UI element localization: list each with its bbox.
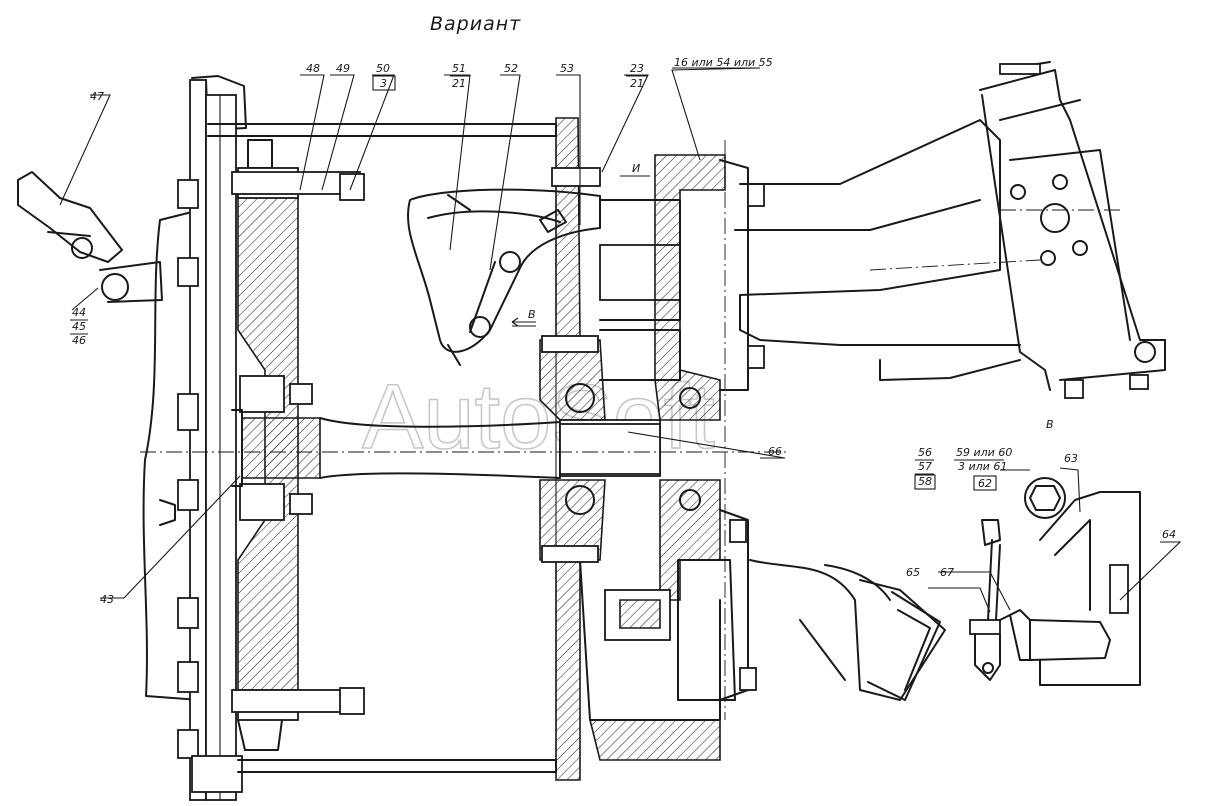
section-label: И: [632, 162, 640, 175]
callout-45: 45: [72, 320, 86, 333]
callout-53: 53: [560, 62, 574, 75]
callout-59: 59 или 60: [956, 446, 1012, 459]
callout-66: 66: [768, 445, 782, 458]
flywheel-housing: [142, 75, 247, 801]
callout-44: 44: [72, 306, 86, 319]
clutch-disc: [231, 139, 365, 751]
callout-48: 48: [306, 62, 320, 75]
callout-21-b: 21: [630, 77, 644, 90]
drawing-title: Вариант: [430, 13, 521, 35]
callout-49: 49: [336, 62, 350, 75]
control-lever: [17, 171, 163, 303]
linkage-assembly: [969, 477, 1141, 686]
callout-67: 67: [940, 566, 954, 579]
callout-63: 63: [1064, 452, 1078, 465]
callout-56: 56: [918, 446, 932, 459]
callout-51: 51: [452, 62, 466, 75]
callout-47: 47: [90, 90, 104, 103]
callout-65: 65: [906, 566, 920, 579]
leader-lines: [59, 67, 1182, 613]
callout-3: 3: [380, 77, 387, 90]
gearbox: [539, 117, 765, 781]
pneumatic-cylinder: [749, 559, 946, 701]
callout-57: 57: [918, 460, 932, 473]
callout-50: 50: [376, 62, 390, 75]
callout-3-or-61: 3 или 61: [958, 460, 1007, 473]
callout-labels: 47 44 45 46 48 49 50 3 51 21 52 53 23 21…: [70, 56, 1176, 606]
callout-52: 52: [504, 62, 518, 75]
arrow-label: В: [528, 308, 536, 321]
callout-21-a: 21: [452, 77, 466, 90]
callout-62: 62: [978, 477, 992, 490]
callout-23: 23: [630, 62, 644, 75]
callout-46: 46: [72, 334, 86, 347]
callout-58: 58: [918, 475, 932, 488]
side-mount: [734, 61, 1166, 399]
callout-16: 16 или 54 или 55: [674, 56, 773, 69]
callout-64: 64: [1162, 528, 1176, 541]
view-label: В: [1046, 418, 1054, 431]
callout-43: 43: [100, 593, 114, 606]
